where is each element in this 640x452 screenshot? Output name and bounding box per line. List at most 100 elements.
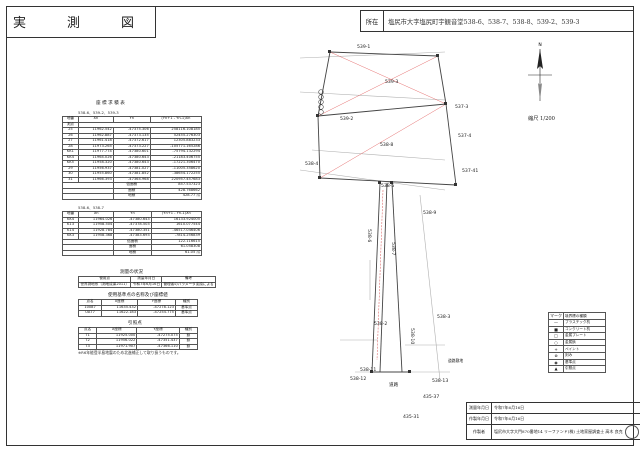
table-cell: T3 — [77, 343, 98, 350]
legend-symbol: □ — [548, 332, 564, 340]
legend-symbol: + — [548, 345, 564, 353]
legend-table: マーク境界標の種類—プラスチック杭■コンクリート杭□金属プレート○金属鋲+ペイン… — [548, 312, 606, 373]
footer-value: 塩尻市大字大門870番地14 リーファンド(株) 土地家屋調査士 高木 良克 — [491, 424, 640, 440]
legend-row: ○金属鋲 — [548, 338, 606, 347]
footer-row: 作製者塩尻市大字大門870番地14 リーファンド(株) 土地家屋調査士 高木 良… — [466, 424, 640, 440]
parcel-label: 538-5 — [381, 183, 394, 189]
legend-row: ⊗刻み — [548, 351, 606, 360]
legend-symbol: ◉ — [548, 358, 564, 367]
area-table-group1: 538-6、539-2、539-3 — [78, 110, 119, 115]
boundary-table-caption: 引照点 — [128, 321, 142, 326]
parcel-label: 539-2 — [340, 116, 353, 122]
footer-label: 作製者 — [466, 424, 492, 440]
column-header: 種別 — [178, 327, 199, 334]
column-header — [77, 121, 203, 128]
table-cell: T2 — [77, 338, 98, 345]
legend-label: 金属プレート — [563, 332, 606, 340]
parcel-label: 538-4 — [305, 161, 318, 167]
footer-row: 作製年月日令和7年6月16日 — [466, 413, 640, 425]
table-cell: T1 — [77, 332, 98, 339]
table-header-row: 測点 — [62, 121, 203, 128]
column-header: 点名 — [77, 327, 98, 334]
footer-label: 測量年月日 — [466, 402, 492, 414]
footer-row: 測量年月日令和7年6月16日 — [466, 402, 640, 414]
footer-table: 測量年月日令和7年6月16日作製年月日令和7年6月16日作製者塩尻市大字大門87… — [466, 402, 640, 440]
legend-header: マーク — [548, 312, 564, 320]
legend-label: 金属鋲 — [563, 338, 606, 347]
table-cell: 鋲 — [178, 343, 199, 350]
legend-row: +ペイント — [548, 345, 606, 353]
north-arrow-icon: N — [528, 42, 552, 101]
drawing-title: 実 測 図 — [6, 6, 156, 38]
table-cell: 基準点 — [174, 304, 199, 311]
table-cell: 世界測地系（測地成果2011） — [77, 281, 132, 288]
footnote: ※R6年能登半島地震のため北進補正して取り扱うものです。 — [78, 350, 181, 355]
column-header: 使用点 — [77, 276, 132, 283]
area-table-group2: 538-6、538-7 — [78, 205, 104, 210]
legend-label: 刻み — [563, 351, 606, 360]
legend-symbol: ■ — [548, 325, 564, 334]
table-header-row: 使用点測量年月日備考 — [77, 276, 216, 283]
location-value: 塩尻市大字塩尻町宇観音堂538-6、538-7、538-8、539-2、539-… — [388, 18, 580, 26]
parcel-label: 538-9 — [423, 210, 436, 216]
table-row: 世界測地系（測地成果2011）令和7年6月16日管理者のパラメータ変換による — [77, 281, 216, 288]
location-label: 所在 — [361, 11, 384, 31]
legend-header-row: マーク境界標の種類 — [548, 312, 606, 320]
legend-row: ▲引照点 — [548, 365, 606, 373]
scale-label: 縮尺 1/200 — [528, 116, 555, 122]
area-table-caption: 座 標 求 積 表 — [96, 101, 125, 106]
legend-symbol: ○ — [548, 338, 564, 347]
parcel-label: 435-37 — [423, 394, 439, 400]
column-header: 備考 — [161, 276, 216, 283]
location-row: 所在 塩尻市大字塩尻町宇観音堂538-6、538-7、538-8、539-2、5… — [360, 10, 634, 32]
road-note: 道路敷地 — [448, 358, 463, 363]
legend-row: —プラスチック杭 — [548, 319, 606, 327]
legend-label: 引照点 — [563, 365, 606, 373]
road-label: 道路 — [389, 381, 399, 388]
summary-label: 地積 — [113, 249, 152, 256]
summary-value: 61.05 ㎡ — [150, 249, 203, 256]
parcel-label: 538-11 — [360, 367, 376, 373]
parcel-label: 538-3 — [437, 314, 450, 320]
mark-table: 使用点測量年月日備考世界測地系（測地成果2011）令和7年6月16日管理者のパラ… — [77, 276, 216, 288]
control-table-caption: 使用基準点の名称及び座標値 — [108, 293, 168, 298]
footer-label: 作製年月日 — [466, 413, 492, 425]
parcel-label: 538-8 — [380, 142, 393, 148]
parcel-label: 538-6 — [366, 229, 372, 242]
parcel-label: 537-4 — [458, 133, 471, 139]
table-cell: 10087 — [77, 304, 103, 311]
legend-symbol: — — [548, 319, 564, 327]
legend-label: 基準点 — [563, 358, 606, 367]
seal-stamp-icon — [624, 425, 639, 439]
summary-value: 428.77 ㎡ — [149, 193, 203, 200]
parcel-label: 435-31 — [403, 414, 419, 420]
legend-header: 境界標の種類 — [563, 312, 606, 320]
legend-label: ペイント — [563, 345, 606, 353]
table-cell: UA77 — [77, 310, 103, 317]
parcel-label: 539-1 — [357, 44, 370, 50]
legend-symbol: ⊗ — [548, 351, 564, 360]
column-header: 種別 — [174, 299, 199, 306]
parcel-label: 538-7 — [390, 242, 396, 255]
table-cell: 鋲 — [178, 332, 199, 339]
footer-value: 令和7年6月16日 — [491, 413, 640, 425]
north-label: N — [538, 42, 541, 48]
parcel-label: 538-10 — [409, 328, 415, 344]
table-cell: 基準点 — [174, 310, 199, 317]
parcel-label: 538-12 — [350, 376, 366, 382]
legend-row: ◉基準点 — [548, 358, 606, 367]
